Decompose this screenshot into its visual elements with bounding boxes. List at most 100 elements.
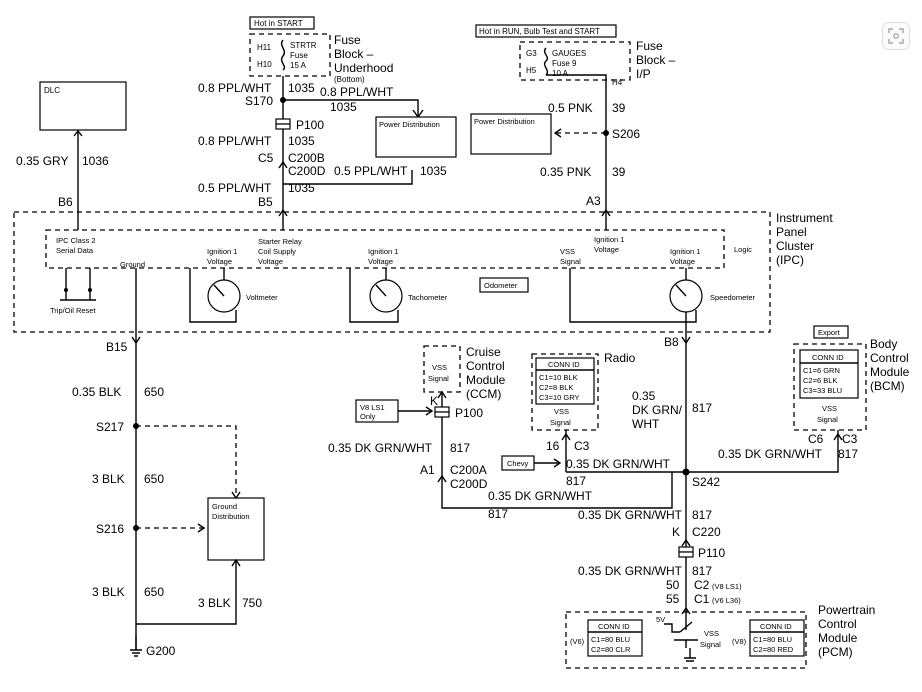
pcm-title-1: Powertrain xyxy=(818,603,875,617)
fuse-word: Fuse xyxy=(290,51,308,60)
bcm-c1: C1=6 GRN xyxy=(803,366,840,375)
vss-circuit-a: 817 xyxy=(692,401,712,415)
wire-39-label-b: 0.35 PNK xyxy=(540,165,591,179)
trip-switch-contact-a xyxy=(64,288,68,292)
pin-a3-label: A3 xyxy=(586,194,601,208)
dlc-label: DLC xyxy=(44,86,60,95)
dlc-circuit: 1036 xyxy=(82,154,109,168)
v8-pointer-arrow xyxy=(425,406,434,416)
ground-wire-d: 3 BLK xyxy=(198,596,231,610)
ccm-title-3: Module xyxy=(466,373,506,387)
ccm-pin-a1: A1 xyxy=(420,463,435,477)
ipc-vss-a: VSS xyxy=(560,247,575,256)
pcm-pin-50: 50 xyxy=(666,578,680,592)
fuse-block-ip: Hot in RUN, Bulb Test and START G3 H5 GA… xyxy=(475,24,676,87)
power-distribution-box-right xyxy=(470,113,552,155)
ccm-a1-arrow xyxy=(437,474,447,483)
fuse-pin-h4: H4 xyxy=(612,78,623,87)
voltmeter-needle xyxy=(213,284,225,297)
radio-c1: C1=10 BLK xyxy=(539,373,578,382)
ground-symbol xyxy=(130,649,142,657)
jumper-wire-label: 0.5 PPL/WHT xyxy=(334,164,408,178)
ipc-ign1-a: Ignition 1 xyxy=(207,247,237,256)
wire-39-label-a: 0.5 PNK xyxy=(548,101,593,115)
fuse-rating-15a: 15 A xyxy=(290,61,307,70)
ground-wire-b: 3 BLK xyxy=(92,472,125,486)
fuse-word-9: Fuse 9 xyxy=(552,59,577,68)
fuse-name-gauges: GAUGES xyxy=(552,49,586,58)
fuse-name-strtr: STRTR xyxy=(290,41,317,50)
splice-s206-label: S206 xyxy=(612,127,640,141)
pin-b5-label: B5 xyxy=(258,195,273,209)
ground-wire-a: 0.35 BLK xyxy=(72,385,121,399)
pcm-switch-arm xyxy=(679,621,693,633)
pcm-v8-label: (V8) xyxy=(732,637,747,646)
bcm-arrow xyxy=(833,432,843,441)
ccm-pin-k: K xyxy=(430,394,438,408)
ccm-k-arrow xyxy=(437,390,447,399)
ground-wire-c: 3 BLK xyxy=(92,585,125,599)
cruise-control-module: VSS Signal Cruise Control Module (CCM) K… xyxy=(328,345,673,521)
power-circuit-1035: Power Distribution 0.8 PPL/WHT 1035 S170… xyxy=(198,76,457,217)
bcm-outline xyxy=(793,343,867,431)
pcm-outline xyxy=(565,611,807,669)
bcm-title-4: (BCM) xyxy=(870,379,905,393)
jumper-circuit-label: 1035 xyxy=(420,164,447,178)
tachometer-needle xyxy=(375,284,387,297)
powertrain-control-module: Powertrain Control Module (PCM) (V6) CON… xyxy=(565,603,875,669)
ccm-circuit-label: 817 xyxy=(450,441,470,455)
circuit-label-c: 1035 xyxy=(288,181,315,195)
bcm-vss-a: VSS xyxy=(822,404,837,413)
ipc-ign3-b: Voltage xyxy=(594,245,619,254)
fuse-block-title-3: Underhood xyxy=(334,61,393,75)
viewfinder-icon[interactable] xyxy=(882,22,910,50)
fuse-ip-internal xyxy=(546,74,607,80)
vss-main-circuit: 0.35 DK GRN/ WHT 817 S242 0.35 DK GRN/WH… xyxy=(566,342,839,615)
chevy-label: Chevy xyxy=(507,459,529,468)
ipc-title-4: (IPC) xyxy=(776,253,804,267)
speedometer-wiring xyxy=(569,268,697,323)
speedometer-needle xyxy=(675,284,687,297)
dlc-arrow xyxy=(73,129,83,137)
radio-outline xyxy=(531,353,599,431)
pcm-c1-label: C1 xyxy=(694,592,710,606)
ipc-ign1-b: Voltage xyxy=(207,257,232,266)
b5-arrow xyxy=(278,208,288,217)
pcm-title-4: (PCM) xyxy=(818,645,853,659)
pcm-internal-circuit xyxy=(664,614,698,662)
dlc-pin-b6: B6 xyxy=(58,195,73,209)
jumper-wire xyxy=(283,170,413,185)
hot-in-start-box xyxy=(249,16,315,30)
ccm-return-wire: 0.35 DK GRN/WHT xyxy=(488,489,593,503)
power-distribution-box-left xyxy=(375,116,457,158)
ground-distribution-box xyxy=(207,497,265,561)
bcm-conn-id: CONN ID xyxy=(812,353,844,362)
splice-s170-label: S170 xyxy=(245,94,273,108)
hot-in-run-label: Hot in RUN, Bulb Test and START xyxy=(479,27,600,36)
hot-in-start-label: Hot in START xyxy=(254,19,303,28)
viewfinder-glyph xyxy=(888,28,904,44)
pcm-right-conn-id: CONN ID xyxy=(760,622,792,631)
radio-c3: C3=10 GRY xyxy=(539,393,580,402)
ipc-starter-a: Starter Relay xyxy=(258,237,302,246)
trip-reset-label: Trip/Oil Reset xyxy=(50,306,96,315)
radio-wire-label: 0.35 DK GRN/WHT xyxy=(566,457,671,471)
ccm-c200d: C200D xyxy=(450,477,488,491)
tachometer-label: Tachometer xyxy=(408,293,448,302)
fuse-pin-g3: G3 xyxy=(526,49,537,58)
pcm-5v-label: 5V xyxy=(656,615,665,624)
connector-p110-top xyxy=(678,546,694,553)
pcm-left-c1: C1=80 BLU xyxy=(591,635,630,644)
ipc-ign3-a: Ignition 1 xyxy=(594,235,624,244)
ipc-outline xyxy=(13,211,771,333)
pcm-title-2: Control xyxy=(818,617,857,631)
conn-c200d-label: C200D xyxy=(288,164,326,178)
odometer-label: Odometer xyxy=(484,281,518,290)
radio-title: Radio xyxy=(604,351,636,365)
pin-c5-label: C5 xyxy=(258,151,274,165)
v8-ls1-a: V8 LS1 xyxy=(360,403,385,412)
a3-arrow xyxy=(601,208,611,217)
vss-circuit-2: 817 xyxy=(692,508,712,522)
vss-pin-k: K xyxy=(672,525,680,539)
